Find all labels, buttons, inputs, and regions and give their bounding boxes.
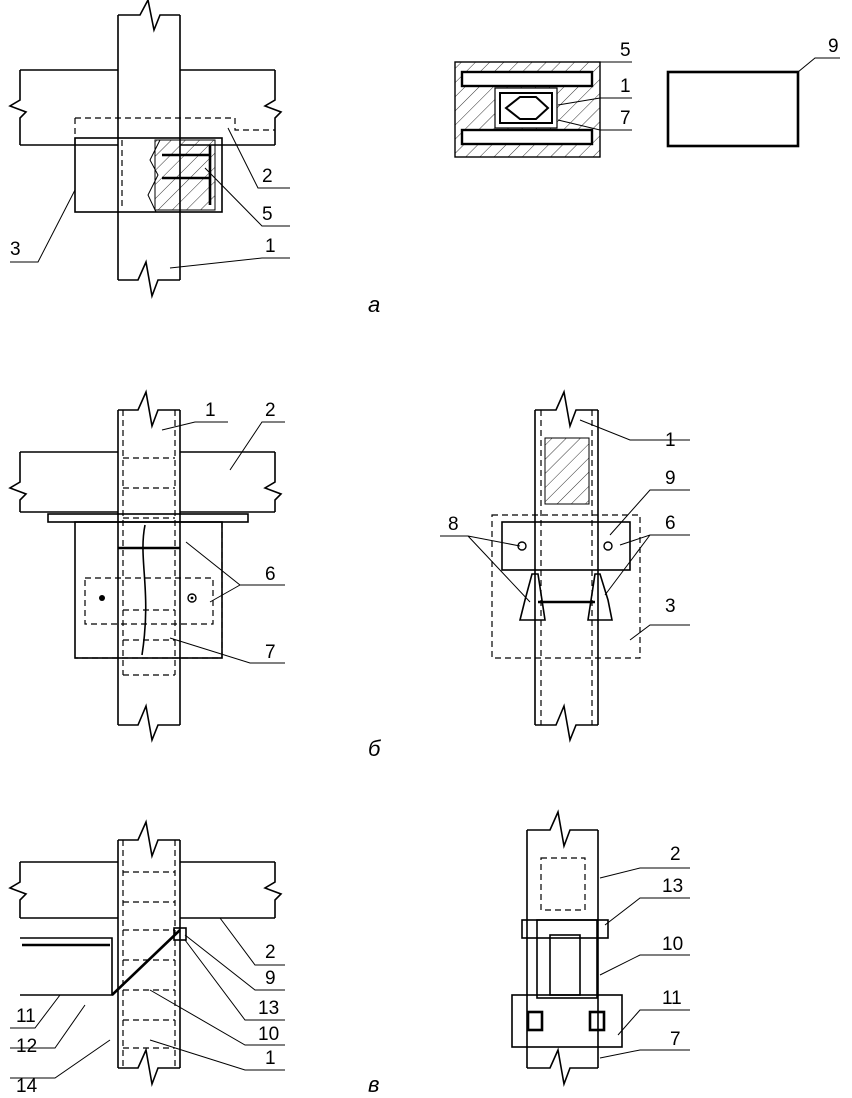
label-b-7: 7	[265, 642, 276, 663]
label-b-right-1: 1	[665, 430, 676, 451]
label-v-right-2: 2	[670, 844, 681, 865]
label-v-2: 2	[265, 942, 276, 963]
label-v-12: 12	[16, 1036, 37, 1057]
label-v-right-10: 10	[662, 934, 683, 955]
label-a-3: 3	[10, 239, 21, 260]
caption-b: б	[368, 736, 382, 761]
label-a-5: 5	[262, 204, 273, 225]
figure-b-right	[440, 389, 690, 743]
label-b-right-9: 9	[665, 468, 676, 489]
label-a-right-1: 1	[620, 76, 631, 97]
label-v-right-11: 11	[662, 988, 682, 1009]
label-b-right-3: 3	[665, 596, 676, 617]
label-b-6: 6	[265, 564, 276, 585]
labels-v: 2 9 13 10 1 11 12 14 2 13 10 11 7 в	[16, 844, 683, 1097]
label-a-right-5: 5	[620, 40, 631, 61]
label-v-9: 9	[265, 968, 276, 989]
figure-a-elevation	[8, 0, 290, 300]
label-v-13: 13	[258, 998, 279, 1019]
labels-b: 1 2 6 7 1 9 8 6 3 б	[205, 400, 676, 761]
label-a-1: 1	[265, 236, 276, 257]
label-v-14: 14	[16, 1076, 38, 1097]
label-a-right-7: 7	[620, 108, 631, 129]
figure-a-section	[454, 57, 840, 158]
label-a-2: 2	[262, 166, 273, 187]
label-b-right-6: 6	[665, 513, 676, 534]
figure-v-right	[511, 809, 690, 1088]
label-a-right-9: 9	[828, 36, 839, 57]
caption-v: в	[368, 1072, 379, 1097]
caption-a: а	[368, 292, 380, 317]
label-v-1: 1	[265, 1048, 276, 1069]
label-b-1: 1	[205, 400, 216, 421]
label-v-right-7: 7	[670, 1029, 681, 1050]
label-v-10: 10	[258, 1024, 279, 1045]
label-v-right-13: 13	[662, 876, 683, 897]
label-b-right-8: 8	[448, 514, 459, 535]
figure-v-left	[8, 819, 285, 1088]
label-b-2: 2	[265, 400, 276, 421]
figure-b-left	[8, 389, 285, 743]
label-v-11: 11	[16, 1006, 36, 1027]
labels-a: 2 5 3 1 5 1 7 9 а	[10, 36, 839, 317]
